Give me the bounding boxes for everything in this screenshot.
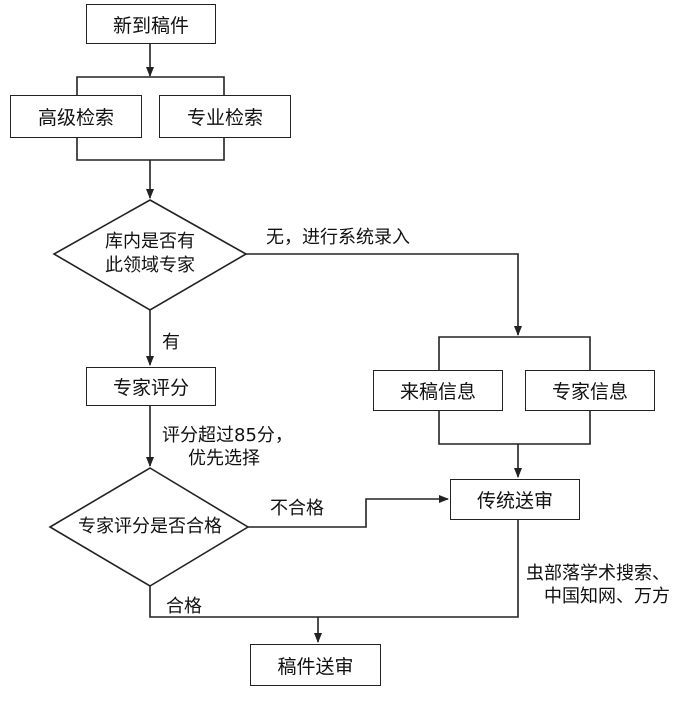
edge-label-sources-line1: 虫部落学术搜索、 [526, 563, 670, 584]
info-bracket-bottom [438, 411, 591, 445]
line-traditional-down [318, 520, 519, 618]
node-traditional-review: 传统送审 [450, 479, 580, 520]
search-bracket-bottom [76, 138, 225, 161]
node-expert-score: 专家评分 [86, 367, 216, 406]
info-bracket-top [438, 336, 591, 370]
decision-qualified-label: 专家评分是否合格 [78, 516, 222, 537]
arrow-not-qualified [248, 495, 449, 528]
node-manuscript-info: 来稿信息 [373, 370, 503, 411]
decision-expert-in-db-label: 库内是否有 此领域专家 [90, 230, 210, 278]
node-expert-search: 专业检索 [159, 95, 291, 138]
node-send-review: 稿件送审 [250, 644, 381, 686]
node-advanced-search: 高级检索 [10, 95, 142, 138]
edge-label-score-over-line2: 优先选择 [188, 448, 260, 469]
edge-label-score-over: 评分超过85分， 优先选择 [162, 424, 293, 470]
edge-label-no-entry: 无，进行系统录入 [266, 227, 410, 248]
decision-expert-in-db-line1: 库内是否有 [105, 231, 195, 252]
edge-label-sources-line2: 中国知网、万方 [544, 586, 670, 607]
decision-expert-in-db-line2: 此领域专家 [105, 255, 195, 276]
node-expert-info: 专家信息 [525, 370, 655, 411]
search-bracket-top [76, 76, 225, 95]
edge-label-sources: 虫部落学术搜索、 中国知网、万方 [526, 562, 670, 608]
edge-label-score-over-line1: 评分超过85分， [162, 425, 293, 446]
node-new-manuscript: 新到稿件 [86, 4, 216, 44]
arrow-no-entry [246, 253, 522, 336]
edge-label-qualified: 合格 [166, 596, 202, 617]
edge-label-yes: 有 [162, 332, 180, 353]
line-qualified [149, 586, 318, 618]
edge-label-not-qualified: 不合格 [270, 498, 324, 519]
